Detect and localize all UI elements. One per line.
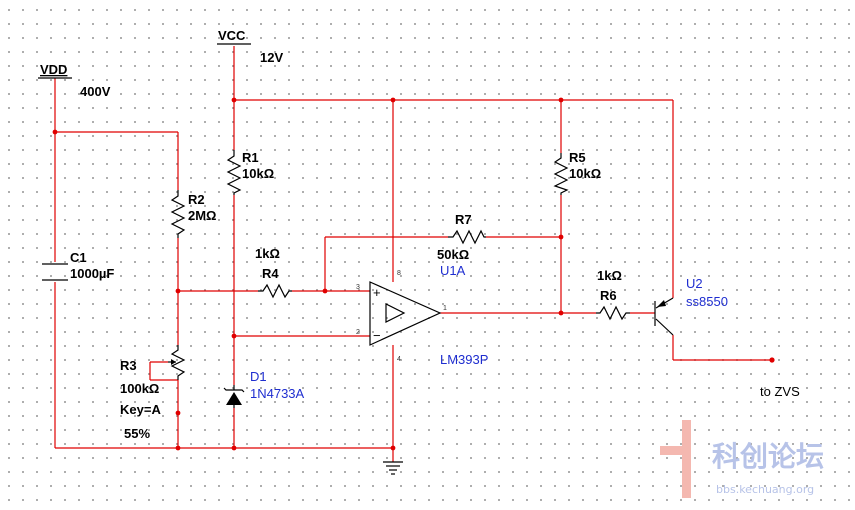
r2-value: 2MΩ <box>188 208 216 223</box>
c1-value: 1000µF <box>70 266 114 281</box>
u2-emitter-arrow <box>657 300 666 307</box>
r5-ref: R5 <box>569 150 586 165</box>
resistor-r2: R2 2MΩ <box>170 190 216 238</box>
r3-setting: 55% <box>124 426 150 441</box>
resistor-r7: R7 50kΩ <box>437 212 486 262</box>
junctions <box>52 97 775 451</box>
r6-ref: R6 <box>600 288 617 303</box>
vdd-supply: VDD 400V <box>38 62 111 99</box>
watermark-logo-bar <box>660 446 690 455</box>
r3-body <box>170 345 186 380</box>
output-terminal <box>769 357 775 363</box>
d1-part: 1N4733A <box>250 386 305 401</box>
resistor-r6: 1kΩ R6 <box>596 268 630 321</box>
junction-node <box>558 97 564 103</box>
u1-pin-8: 8 <box>397 270 401 277</box>
vdd-label: VDD <box>40 62 67 77</box>
u1-pin-2: 2 <box>356 329 360 336</box>
r5-value: 10kΩ <box>569 166 601 181</box>
watermark-text: 科创论坛 <box>712 440 824 473</box>
c1-ref: C1 <box>70 250 87 265</box>
r3-value: 100kΩ <box>120 381 159 396</box>
r6-body <box>596 305 630 321</box>
r2-body <box>170 190 186 238</box>
r4-body <box>258 283 292 299</box>
u1-inner-triangle <box>385 303 406 323</box>
r1-value: 10kΩ <box>242 166 274 181</box>
d1-body <box>226 392 242 405</box>
junction-node <box>558 310 564 316</box>
watermark-url: bbs.kechuang.org <box>716 483 814 496</box>
u2-part: ss8550 <box>686 294 728 309</box>
r4-ref: R4 <box>262 266 279 281</box>
junction-node <box>231 333 237 339</box>
junction-node <box>231 445 237 451</box>
u2-ref: U2 <box>686 276 703 291</box>
junction-node <box>322 288 328 294</box>
wires <box>54 46 772 462</box>
junction-node <box>231 97 237 103</box>
potentiometer-r3[interactable]: R3 100kΩ Key=A 55% <box>120 345 186 441</box>
r3-key: Key=A <box>120 402 161 417</box>
zener-d1: D1 1N4733A <box>223 369 305 408</box>
d1-ref: D1 <box>250 369 267 384</box>
r1-ref: R1 <box>242 150 259 165</box>
u1-pin-1: 1 <box>443 305 447 312</box>
u1-body <box>369 281 442 346</box>
vcc-value: 12V <box>260 50 283 65</box>
comparator-u1a: + − 3 2 8 4 1 U1A LM393P <box>356 263 488 367</box>
junction-node <box>390 445 396 451</box>
vdd-value: 400V <box>80 84 111 99</box>
r1-body <box>226 150 242 195</box>
junction-node <box>175 445 181 451</box>
vcc-label: VCC <box>218 28 246 43</box>
ground-symbol <box>383 461 403 475</box>
r2-ref: R2 <box>188 192 205 207</box>
junction-node <box>175 410 181 416</box>
resistor-r5: R5 10kΩ <box>553 150 601 195</box>
r3-wiper-arrow <box>171 359 176 365</box>
junction-node <box>175 288 181 294</box>
r7-body <box>448 229 486 245</box>
u1-ref: U1A <box>440 263 466 278</box>
u1-minus-sign: − <box>373 328 381 343</box>
output-label: to ZVS <box>760 384 800 399</box>
junction-node <box>558 234 564 240</box>
r5-body <box>553 153 569 195</box>
r4-value: 1kΩ <box>255 246 280 261</box>
junction-node <box>52 129 58 135</box>
u1-part: LM393P <box>440 352 488 367</box>
transistor-u2: U2 ss8550 <box>654 276 728 336</box>
u1-pin-3: 3 <box>356 284 360 291</box>
r6-value: 1kΩ <box>597 268 622 283</box>
capacitor-c1: C1 1000µF <box>42 250 114 281</box>
r3-ref: R3 <box>120 358 137 373</box>
r7-value: 50kΩ <box>437 247 469 262</box>
resistor-r4: 1kΩ R4 <box>255 246 292 299</box>
u1-plus-sign: + <box>373 285 381 300</box>
u2-collector <box>655 318 674 336</box>
junction-node <box>390 97 396 103</box>
u1-pin-4: 4 <box>397 356 401 363</box>
r7-ref: R7 <box>455 212 472 227</box>
watermark-logo-stem <box>682 420 691 498</box>
watermark: 科创论坛 bbs.kechuang.org <box>660 420 824 498</box>
vcc-supply: VCC 12V <box>217 28 283 65</box>
resistor-r1: R1 10kΩ <box>226 150 274 195</box>
